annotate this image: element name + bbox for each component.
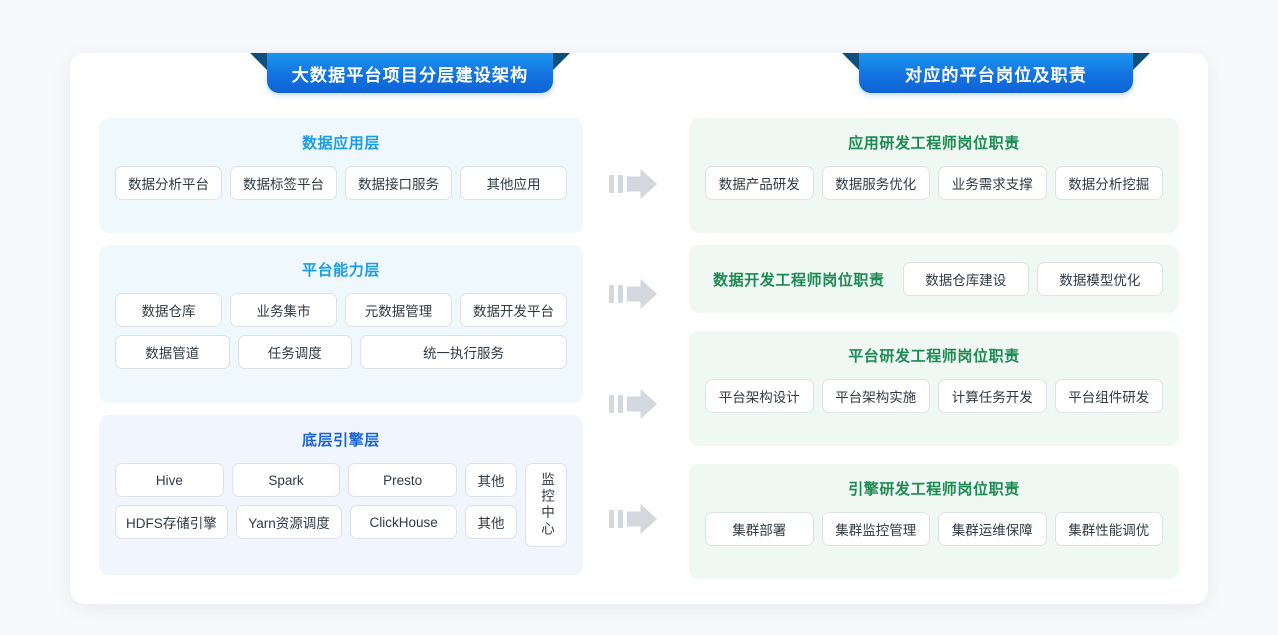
arrow-bar [609, 395, 614, 413]
chip-item[interactable]: 统一执行服务 [360, 335, 567, 369]
panel-title: 引擎研发工程师岗位职责 [848, 481, 1020, 498]
panel-platform-dev-engineer: 平台研发工程师岗位职责 平台架构设计 平台架构实施 计算任务开发 平台组件研发 [689, 331, 1179, 446]
arrow-right-icon [609, 279, 657, 309]
chip-item[interactable]: 数据服务优化 [821, 166, 930, 200]
panel-data-application-layer: 数据应用层 数据分析平台 数据标签平台 数据接口服务 其他应用 [99, 118, 583, 233]
chip-item[interactable]: 平台架构设计 [705, 379, 814, 413]
chip-row: 数据仓库建设 数据模型优化 [902, 262, 1164, 296]
chip-row: 数据仓库 业务集市 元数据管理 数据开发平台 [115, 293, 567, 327]
banner-right-label: 对应的平台岗位及职责 [859, 53, 1133, 93]
chip-item[interactable]: 集群部署 [705, 512, 814, 546]
chip-item[interactable]: Hive [115, 463, 224, 497]
chip-row: 平台架构设计 平台架构实施 计算任务开发 平台组件研发 [705, 379, 1163, 413]
arrow-head [627, 504, 657, 534]
arrow-bar [618, 175, 623, 193]
chip-item[interactable]: HDFS存储引擎 [115, 505, 228, 539]
chip-row: 数据产品研发 数据服务优化 业务需求支撑 数据分析挖掘 [705, 166, 1163, 200]
arrow-bar [609, 175, 614, 193]
chip-item[interactable]: 集群性能调优 [1054, 512, 1163, 546]
panel-platform-capability-layer: 平台能力层 数据仓库 业务集市 元数据管理 数据开发平台 数据管道 任务调度 统… [99, 245, 583, 403]
arrow-head [627, 389, 657, 419]
chip-item[interactable]: Presto [348, 463, 458, 497]
chip-item[interactable]: 集群监控管理 [821, 512, 930, 546]
chip-item[interactable]: ClickHouse [350, 505, 457, 539]
chip-item[interactable]: 任务调度 [237, 335, 352, 369]
chip-item[interactable]: 数据管道 [115, 335, 230, 369]
chip-item[interactable]: 数据产品研发 [705, 166, 814, 200]
banner-left-label: 大数据平台项目分层建设架构 [267, 53, 553, 93]
roles-column: 应用研发工程师岗位职责 数据产品研发 数据服务优化 业务需求支撑 数据分析挖掘 … [689, 118, 1179, 591]
chip-item[interactable]: 其他 [465, 505, 517, 539]
chip-item[interactable]: 数据分析平台 [115, 166, 222, 200]
chip-item[interactable]: 数据标签平台 [230, 166, 337, 200]
chip-item[interactable]: 元数据管理 [345, 293, 452, 327]
chip-item[interactable]: 数据开发平台 [460, 293, 567, 327]
panel-title: 数据应用层 [301, 135, 380, 152]
chip-item[interactable]: 集群运维保障 [938, 512, 1047, 546]
arrow-bar [618, 285, 623, 303]
panel-title: 底层引擎层 [301, 432, 380, 449]
panel-data-dev-engineer: 数据开发工程师岗位职责 数据仓库建设 数据模型优化 [689, 245, 1179, 313]
banner-left: 大数据平台项目分层建设架构 [250, 53, 570, 93]
chip-row: 数据管道 任务调度 统一执行服务 [115, 335, 567, 369]
panel-engine-layer: 底层引擎层 Hive Spark Presto 其他 HDFS存储引擎 Yarn… [99, 415, 583, 575]
chip-row: Hive Spark Presto 其他 [115, 463, 518, 497]
chip-item[interactable]: 数据仓库建设 [902, 262, 1029, 296]
chip-item[interactable]: 数据接口服务 [345, 166, 452, 200]
arrow-bar [609, 285, 614, 303]
chip-row: HDFS存储引擎 Yarn资源调度 ClickHouse 其他 [115, 505, 517, 539]
chip-row: 集群部署 集群监控管理 集群运维保障 集群性能调优 [705, 512, 1163, 546]
chip-item[interactable]: 数据分析挖掘 [1054, 166, 1163, 200]
arrow-bar [618, 510, 623, 528]
chip-item-monitoring-center[interactable]: 监控中心 [525, 463, 567, 547]
chip-item[interactable]: 平台组件研发 [1054, 379, 1163, 413]
chip-item[interactable]: Yarn资源调度 [235, 505, 343, 539]
panel-title: 应用研发工程师岗位职责 [848, 135, 1020, 152]
chip-item[interactable]: 计算任务开发 [938, 379, 1047, 413]
chip-item[interactable]: Spark [231, 463, 341, 497]
panel-title: 平台能力层 [301, 262, 380, 279]
panel-title: 数据开发工程师岗位职责 [713, 271, 885, 289]
chip-item[interactable]: 业务集市 [230, 293, 337, 327]
diagram-card: 大数据平台项目分层建设架构 对应的平台岗位及职责 数据应用层 数据分析平台 数据… [70, 53, 1208, 604]
panel-title: 平台研发工程师岗位职责 [848, 348, 1020, 365]
architecture-column: 数据应用层 数据分析平台 数据标签平台 数据接口服务 其他应用 平台能力层 数据… [99, 118, 583, 587]
arrow-head [627, 279, 657, 309]
arrow-bar [618, 395, 623, 413]
banner-right: 对应的平台岗位及职责 [842, 53, 1150, 93]
chip-row: 数据分析平台 数据标签平台 数据接口服务 其他应用 [115, 166, 567, 200]
arrow-head [627, 169, 657, 199]
chip-item[interactable]: 业务需求支撑 [938, 166, 1047, 200]
arrow-right-icon [609, 169, 657, 199]
panel-engine-dev-engineer: 引擎研发工程师岗位职责 集群部署 集群监控管理 集群运维保障 集群性能调优 [689, 464, 1179, 579]
arrow-right-icon [609, 389, 657, 419]
chip-item[interactable]: 平台架构实施 [821, 379, 930, 413]
chip-item[interactable]: 数据模型优化 [1036, 262, 1164, 296]
chip-item[interactable]: 其他 [465, 463, 518, 497]
arrow-right-icon [609, 504, 657, 534]
chip-item[interactable]: 数据仓库 [115, 293, 222, 327]
chip-item[interactable]: 其他应用 [460, 166, 567, 200]
panel-application-dev-engineer: 应用研发工程师岗位职责 数据产品研发 数据服务优化 业务需求支撑 数据分析挖掘 [689, 118, 1179, 233]
arrow-bar [609, 510, 614, 528]
